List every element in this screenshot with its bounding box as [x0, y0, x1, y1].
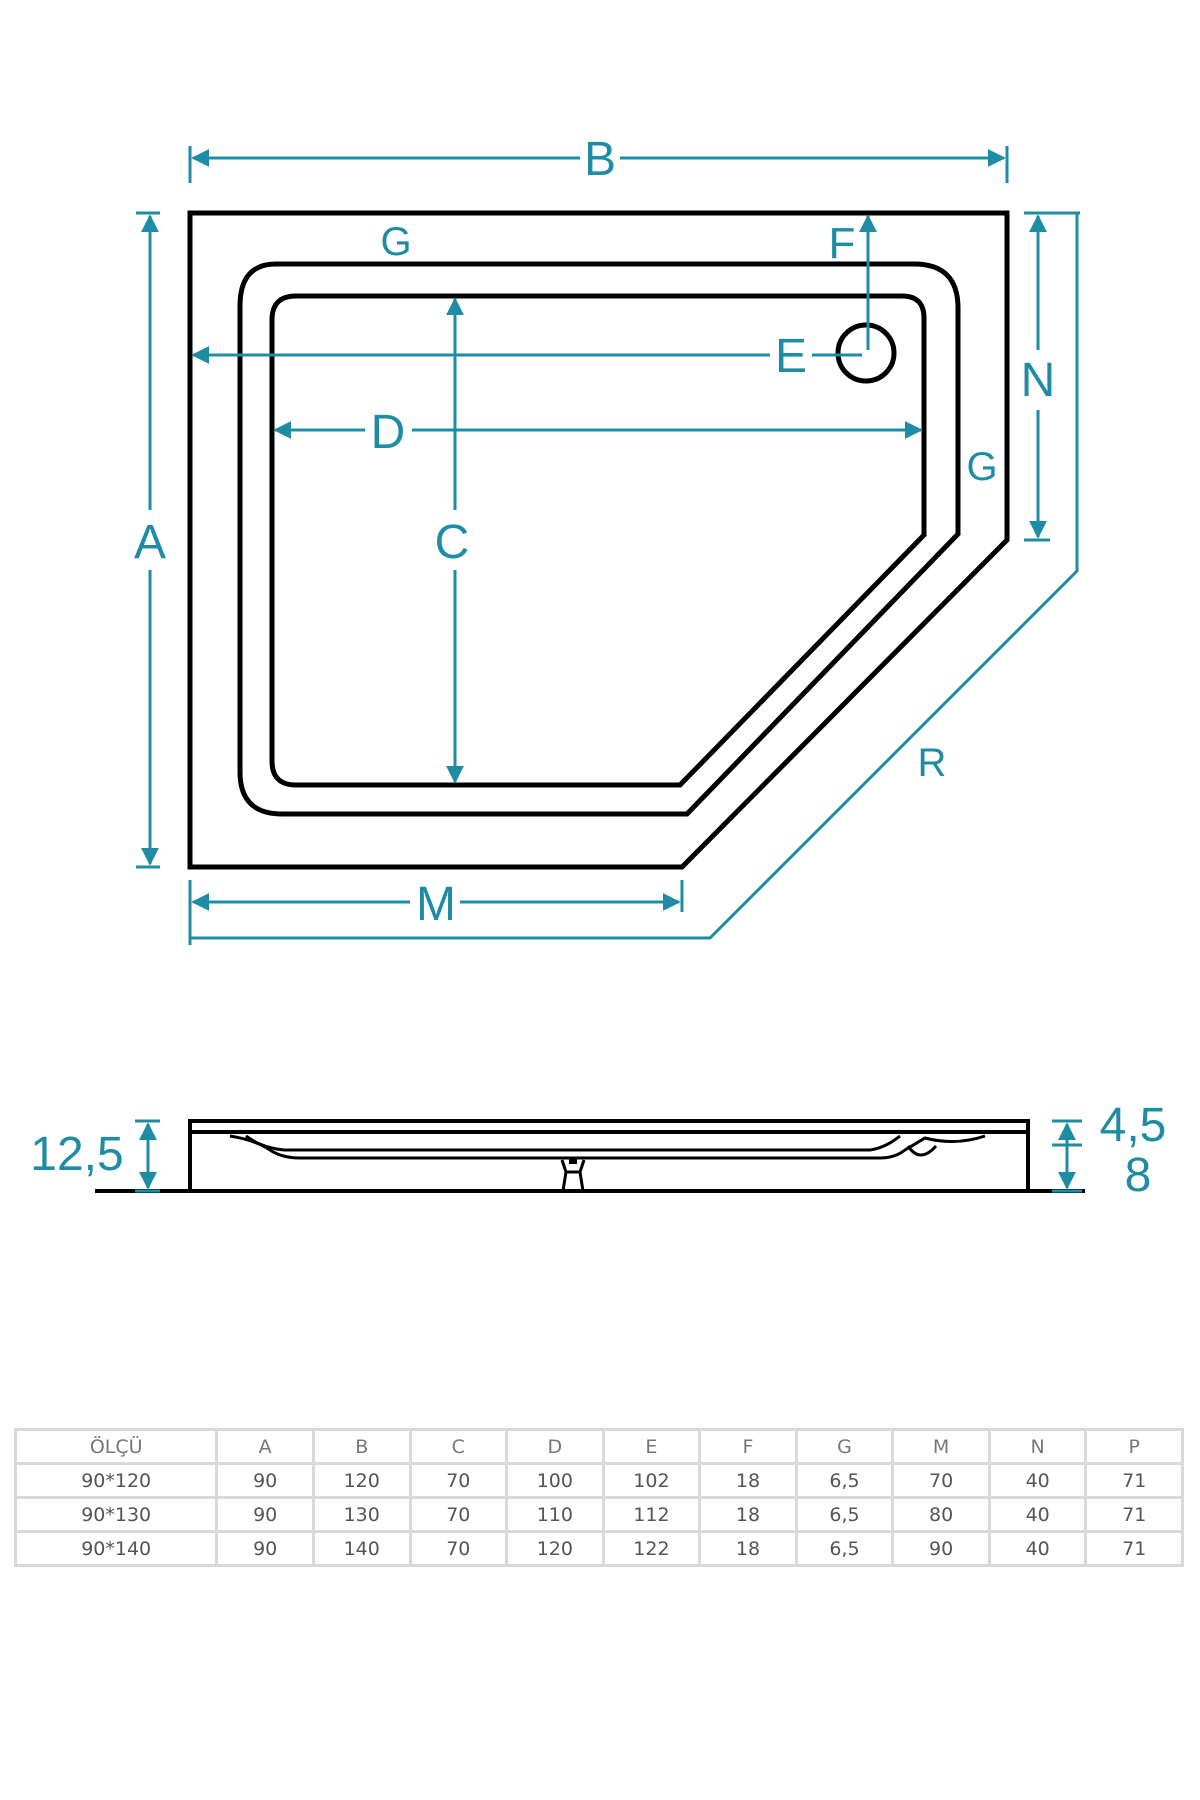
- header-c: C: [408, 1428, 509, 1465]
- header-g: G: [794, 1428, 895, 1465]
- size-spec-table: ÖLÇÜ A B C D E F G M N P 90*120 90 120 7…: [13, 1428, 1184, 1567]
- table-cell: 90*130: [13, 1496, 219, 1533]
- label-depth-8: 8: [1125, 1149, 1152, 1202]
- table-cell: 90: [215, 1462, 315, 1499]
- label-D: D: [371, 406, 406, 459]
- table-cell: 140: [311, 1530, 412, 1567]
- table-cell: 90: [215, 1496, 315, 1533]
- header-a: A: [215, 1428, 315, 1465]
- header-p: P: [1084, 1428, 1184, 1465]
- table-cell: 6,5: [794, 1462, 895, 1499]
- table-cell: 120: [311, 1462, 412, 1499]
- label-rim-4-5: 4,5: [1100, 1099, 1167, 1152]
- table-cell: 70: [408, 1496, 509, 1533]
- label-height-12-5: 12,5: [30, 1128, 123, 1181]
- label-R: R: [918, 741, 947, 785]
- header-b: B: [311, 1428, 412, 1465]
- tray-rim-outline: [237, 261, 961, 817]
- table-row: 90*120 90 120 70 100 102 18 6,5 70 40 71: [13, 1462, 1184, 1499]
- label-B: B: [584, 133, 616, 186]
- label-M: M: [416, 878, 456, 931]
- table-cell: 102: [601, 1462, 702, 1499]
- table-cell: 100: [505, 1462, 605, 1499]
- section-rim: [188, 1119, 1030, 1134]
- table-cell: 110: [505, 1496, 605, 1533]
- table-cell: 71: [1084, 1462, 1184, 1499]
- tray-outer-outline: [187, 210, 1010, 870]
- label-E: E: [775, 330, 807, 383]
- label-N: N: [1021, 354, 1056, 407]
- label-G-side: G: [966, 445, 997, 489]
- shower-tray-plan: [187, 210, 1010, 870]
- table-cell: 71: [1084, 1496, 1184, 1533]
- tray-basin-outline: [269, 293, 927, 788]
- table-cell: 70: [408, 1530, 509, 1567]
- label-A: A: [134, 516, 166, 569]
- table-cell: 90: [215, 1530, 315, 1567]
- table-cell: 90*140: [13, 1530, 219, 1567]
- header-olcu: ÖLÇÜ: [13, 1428, 219, 1465]
- section-drain: [906, 1144, 938, 1157]
- table-cell: 18: [698, 1462, 798, 1499]
- table-cell: 71: [1084, 1530, 1184, 1567]
- label-C: C: [435, 516, 470, 569]
- label-F: F: [829, 219, 856, 268]
- header-f: F: [698, 1428, 798, 1465]
- table-cell: 80: [891, 1496, 991, 1533]
- plan-dimension-lines: [136, 146, 1080, 945]
- table-cell: 70: [891, 1462, 991, 1499]
- tray-section-view: [95, 1119, 1085, 1193]
- table-cell: 6,5: [794, 1530, 895, 1567]
- table-cell: 122: [601, 1530, 702, 1567]
- table-cell: 70: [408, 1462, 509, 1499]
- section-foot: [560, 1159, 586, 1192]
- plan-labels: B A G F E D C N G R M: [134, 133, 1055, 931]
- header-m: M: [891, 1428, 991, 1465]
- header-e: E: [601, 1428, 702, 1465]
- table-header-row: ÖLÇÜ A B C D E F G M N P: [13, 1428, 1184, 1465]
- table-cell: 18: [698, 1530, 798, 1567]
- table-cell: 120: [505, 1530, 605, 1567]
- label-G-top: G: [380, 220, 411, 264]
- section-labels: 12,5 4,5 8: [30, 1099, 1166, 1202]
- table-cell: 40: [987, 1530, 1088, 1567]
- table-cell: 90*120: [13, 1462, 219, 1499]
- table-cell: 6,5: [794, 1496, 895, 1533]
- table-cell: 40: [987, 1462, 1088, 1499]
- header-d: D: [505, 1428, 605, 1465]
- header-n: N: [987, 1428, 1088, 1465]
- table-cell: 90: [891, 1530, 991, 1567]
- drain-hole: [835, 322, 897, 384]
- section-basin: [229, 1134, 986, 1160]
- table-cell: 40: [987, 1496, 1088, 1533]
- table-cell: 130: [311, 1496, 412, 1533]
- section-dimension-lines: [135, 1119, 1082, 1193]
- table-row: 90*130 90 130 70 110 112 18 6,5 80 40 71: [13, 1496, 1184, 1533]
- size-spec-table-wrapper: ÖLÇÜ A B C D E F G M N P 90*120 90 120 7…: [13, 1428, 1184, 1567]
- table-cell: 18: [698, 1496, 798, 1533]
- table-row: 90*140 90 140 70 120 122 18 6,5 90 40 71: [13, 1530, 1184, 1567]
- table-cell: 112: [601, 1496, 702, 1533]
